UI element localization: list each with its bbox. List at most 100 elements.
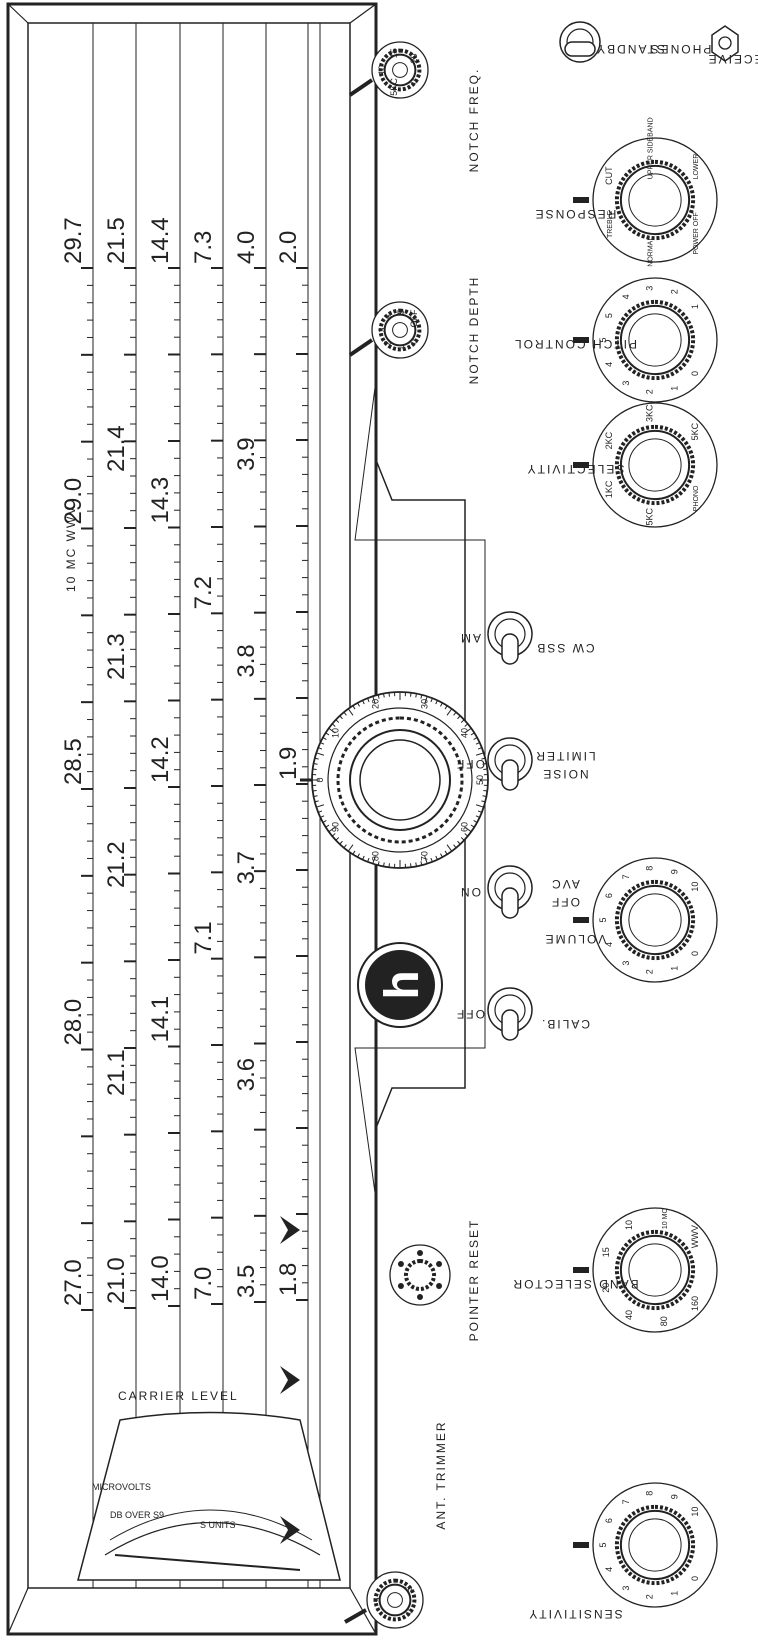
knob-index-mark	[573, 917, 589, 923]
tuning-dial-tick	[446, 844, 453, 852]
tuning-dial-tick	[482, 763, 487, 765]
tuning-dial-tick	[314, 757, 319, 760]
mode-switch[interactable]: AM CW SSB	[459, 611, 595, 665]
knob-index-mark	[573, 1267, 589, 1273]
sensitivity-label: SENSITIVITY	[527, 1607, 622, 1621]
pointer-reset-knob[interactable]	[389, 1244, 451, 1306]
scale-label: 3.5	[233, 1265, 260, 1298]
notch-freq-label: NOTCH FREQ.	[467, 68, 481, 173]
knob-scale-label: 1	[669, 1591, 679, 1596]
switch-top-label: OFF	[455, 757, 485, 771]
heathkit-logo: h	[357, 942, 443, 1028]
knob-scale-label: 5	[604, 313, 614, 318]
knob-scale-label: 1	[669, 966, 679, 971]
tuning-dial-tick	[460, 837, 465, 841]
receive-label: RECEIVE	[707, 52, 758, 66]
knob-index-mark	[348, 338, 374, 357]
knob-scale-label: 3KC	[645, 404, 655, 422]
knob-scale-label: 2	[645, 969, 655, 974]
knob-scale-label: 10	[690, 1507, 700, 1517]
tuning-dial-tick	[362, 700, 365, 705]
knob-index-mark	[573, 1542, 589, 1548]
knob-scale-label: 4	[383, 314, 393, 319]
knob-scale-label: 0	[409, 79, 419, 84]
tuning-dial-tick	[317, 810, 323, 813]
knob-scale-label: 8	[645, 866, 655, 871]
knob-scale-label: 7	[621, 1499, 631, 1504]
tuning-dial-tick	[352, 705, 356, 710]
tuning-dial-tick	[475, 804, 484, 808]
scale-label: 3.6	[233, 1058, 260, 1091]
scale-label: 4.0	[233, 231, 260, 264]
tuning-dial-tick	[388, 863, 390, 868]
scale-label: 28.5	[60, 738, 87, 785]
switch-bottom-label: CALIB.	[540, 1017, 590, 1031]
tuning-dial-tick	[430, 857, 433, 863]
scale-label: 14.2	[147, 736, 174, 783]
tuning-dial-tick	[339, 840, 343, 845]
tuning-dial-tick	[457, 715, 461, 720]
receive-standby-switch[interactable]	[559, 21, 601, 63]
tuning-dial-tick	[440, 853, 443, 858]
tuning-dial-tick	[343, 844, 347, 849]
knob-scale-label: 2	[669, 289, 679, 294]
knob-index-mark	[573, 462, 589, 468]
toggle-lever	[501, 1009, 519, 1041]
knob-scale-label: 7	[621, 874, 631, 879]
arrow-marker	[280, 1216, 300, 1244]
knob-scale-label: LOWER	[693, 154, 700, 180]
meter-microvolts-label: MICROVOLTS	[92, 1482, 151, 1492]
knob-scale-label: 1	[690, 304, 700, 309]
knob-scale-label: 0	[409, 339, 419, 344]
tuning-dial-tick	[322, 820, 327, 823]
scale-label: 21.0	[103, 1257, 130, 1304]
tuning-dial-tick	[335, 837, 340, 841]
volume-label: VOLUME	[544, 932, 607, 946]
phones-jack[interactable]	[711, 25, 739, 62]
tuning-dial-tick	[477, 810, 483, 813]
tuning-dial-tick	[343, 711, 347, 716]
tuning-dial-tick	[440, 702, 443, 707]
tuning-dial-tick	[453, 844, 457, 849]
switch-bottom-label: CW SSB	[535, 641, 594, 655]
wwv-label: 10 MC WWV	[64, 505, 78, 592]
standby-label: STANDBY	[595, 42, 665, 56]
tuning-dial-tick	[325, 732, 330, 736]
scale-label: 3.9	[233, 437, 260, 470]
tuning-dial-tick	[475, 752, 484, 756]
tuning-dial-tick	[420, 694, 423, 699]
knob-scale-label: 1	[669, 386, 679, 391]
knob-scale-label: 0	[690, 1576, 700, 1581]
knob-index-mark	[348, 78, 374, 97]
tuning-dial-tick	[357, 702, 360, 707]
knob-scale-label: 5KC	[690, 422, 700, 440]
dot-marker	[417, 1250, 423, 1256]
band-selector-label: BAND SELECTOR	[511, 1277, 638, 1291]
switch-top-label: AM	[459, 631, 481, 645]
scale-label: 7.1	[190, 921, 217, 954]
band-scale-160m: 1.81.92.0	[275, 231, 308, 1301]
tuning-dial-tick	[377, 694, 380, 699]
knob-scale-label: 4	[604, 362, 614, 367]
tuning-dial-tick	[367, 857, 370, 863]
ant-trimmer-knob[interactable]: 055	[366, 1571, 424, 1629]
switch-bottom-label: OFF	[550, 895, 580, 909]
bevel-line	[7, 1587, 29, 1635]
carrier-level-label: CARRIER LEVEL	[118, 1389, 239, 1403]
knob-scale-label: 20	[409, 53, 419, 63]
knob-scale-label: 10	[377, 65, 387, 75]
band-scale-20m: 14.014.114.214.314.4	[147, 217, 180, 1307]
